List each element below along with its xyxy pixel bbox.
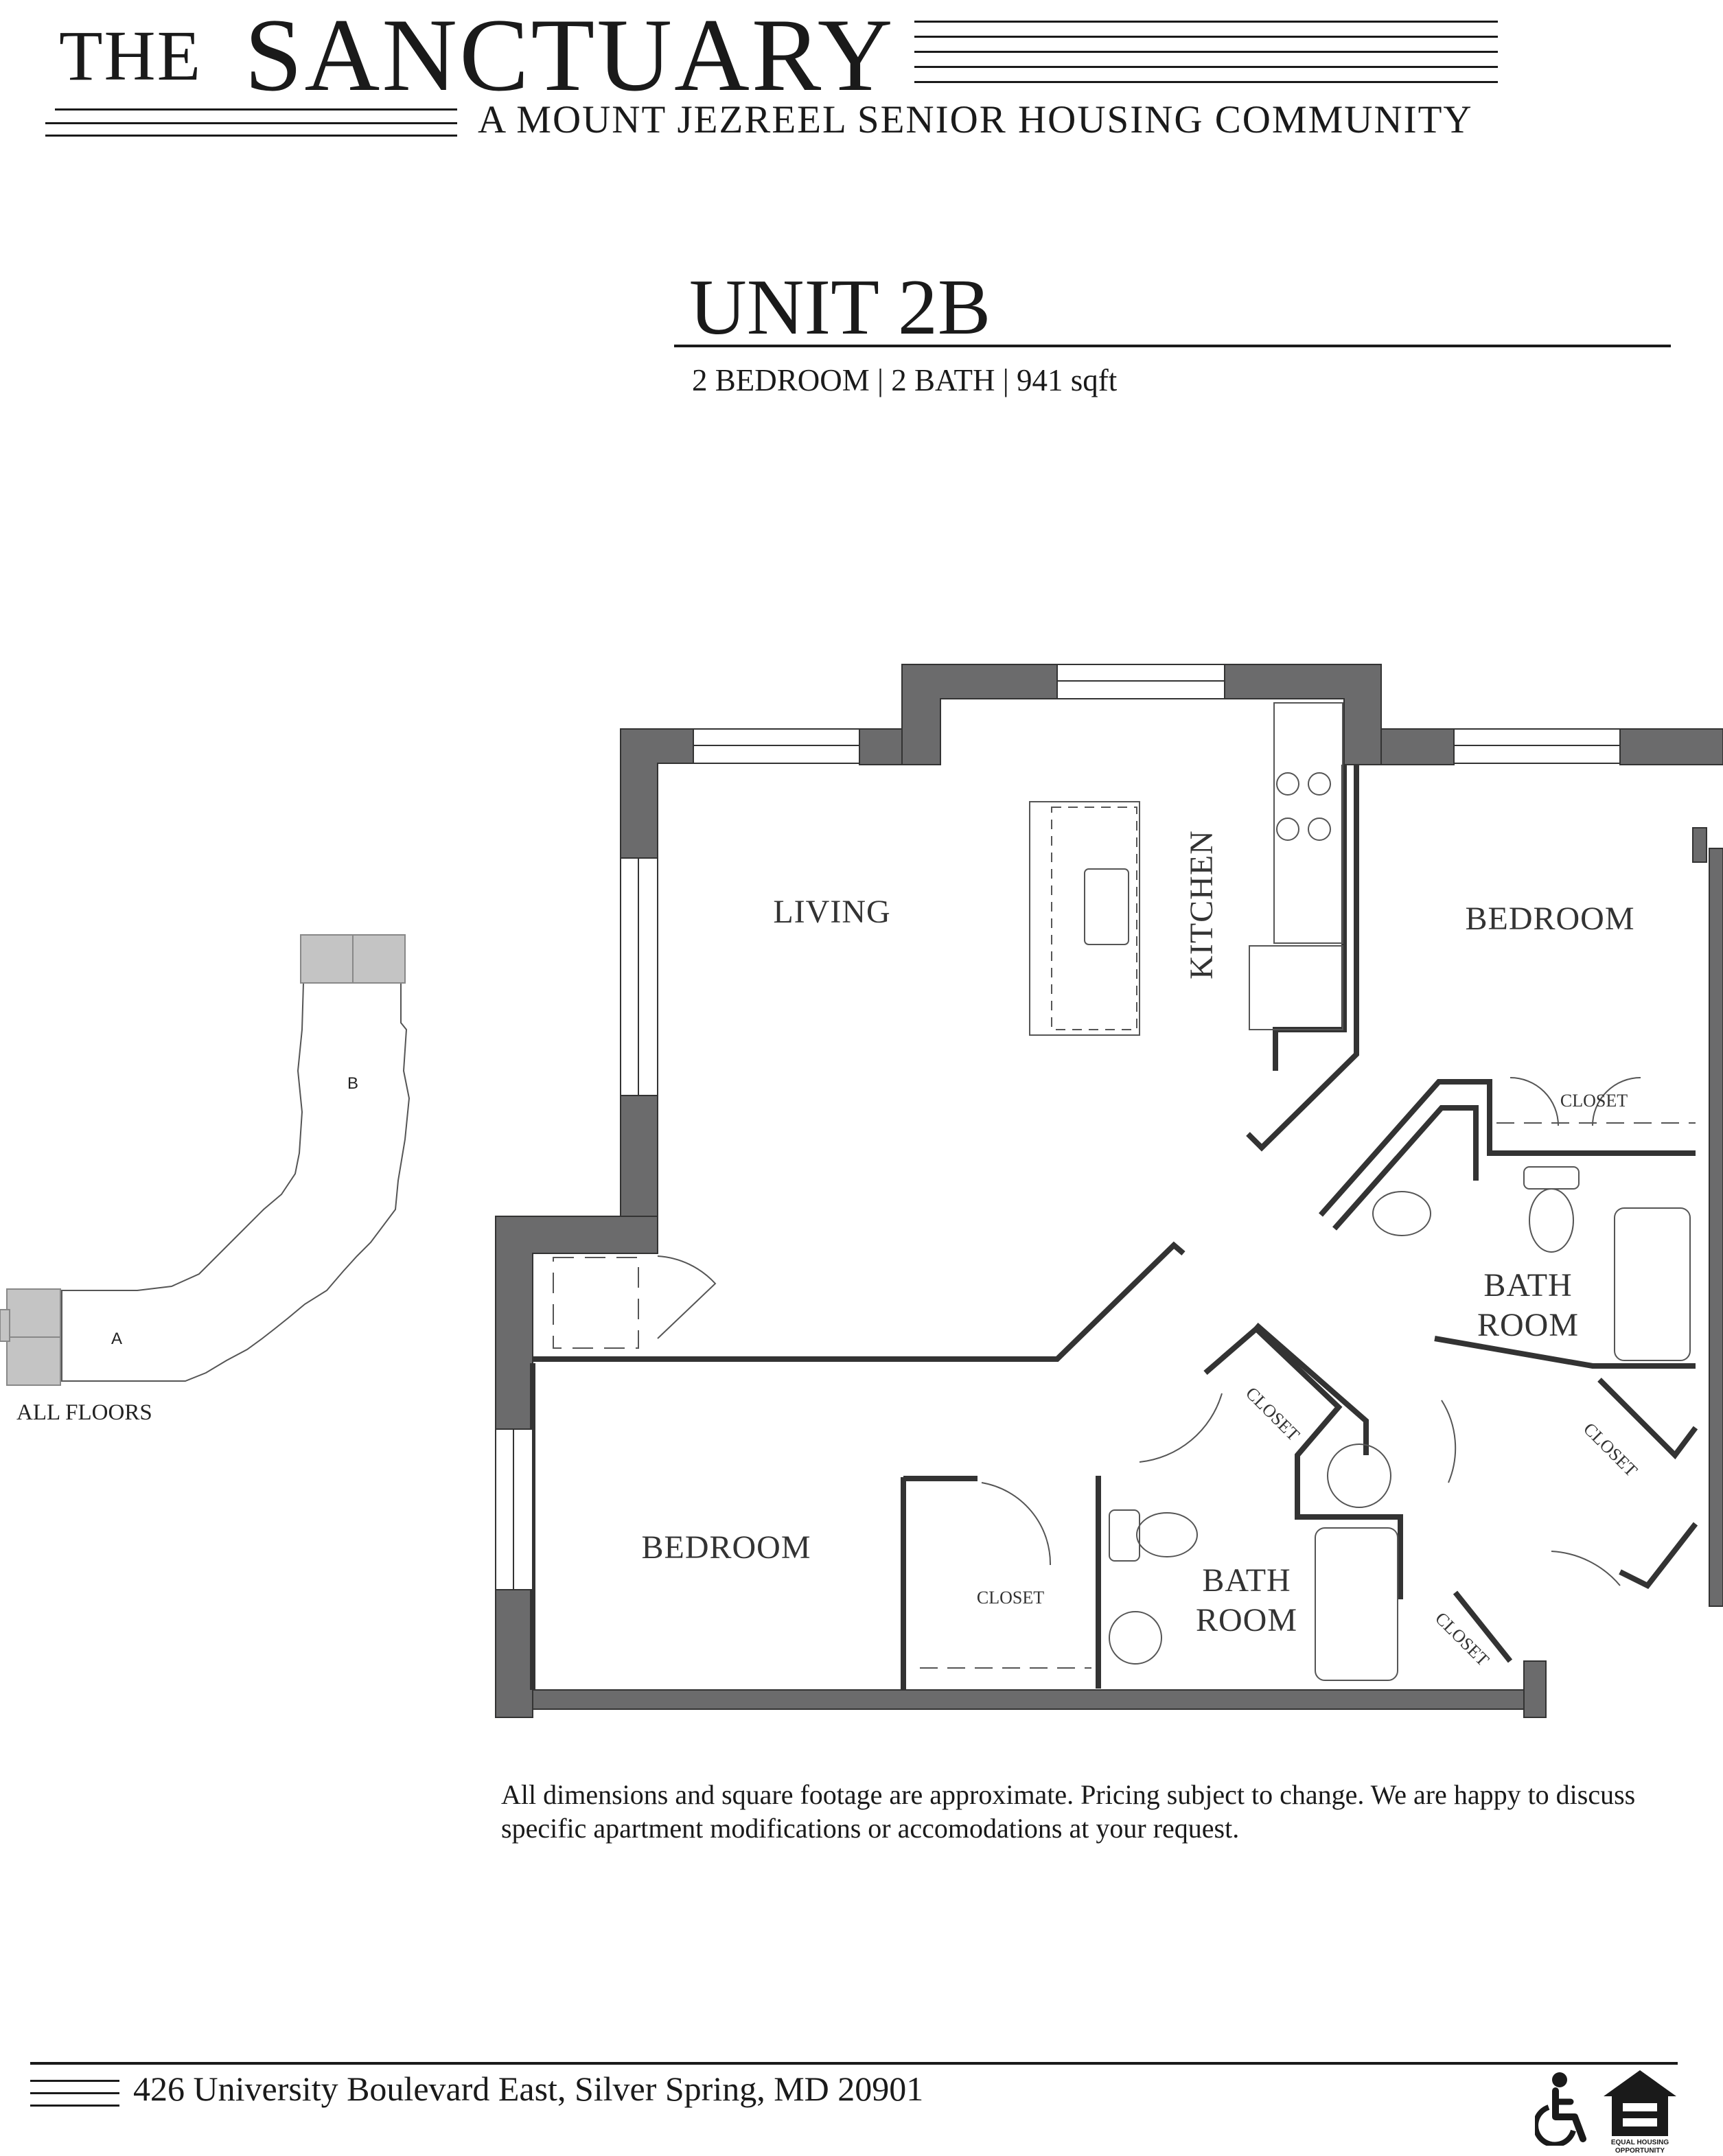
wall-east — [1709, 848, 1723, 1607]
keyplan-label-b: B — [347, 1074, 358, 1093]
toilet-lower — [1136, 1512, 1198, 1557]
bathtub-lower — [1315, 1527, 1398, 1681]
equal-housing-text-1: EQUAL HOUSING — [1611, 2139, 1669, 2146]
kitchen-island-inner — [1051, 807, 1137, 1030]
toilet-tank-lower — [1109, 1509, 1140, 1562]
kitchen-sink — [1084, 868, 1129, 945]
wall-kitchen-east-2 — [1246, 765, 1359, 1152]
brand-subtitle: A MOUNT JEZREEL SENIOR HOUSING COMMUNITY — [478, 98, 1473, 141]
closet-label-east: CLOSET — [1580, 1419, 1641, 1481]
brand-name: SANCTUARY — [244, 0, 895, 113]
wall-bath-lower-a — [1254, 1322, 1369, 1455]
wall-kitchen-north-right — [1224, 664, 1382, 765]
room-label-bath-upper-2: ROOM — [1477, 1307, 1579, 1343]
cooktop-burner-1 — [1276, 772, 1299, 796]
wall-south-stub — [1523, 1660, 1547, 1718]
closet-label-upper: CLOSET — [1560, 1091, 1628, 1111]
keyplan-block-a-tab — [0, 1309, 10, 1342]
closet-door-swing-3 — [981, 1482, 1052, 1566]
toilet-upper — [1529, 1188, 1574, 1253]
header-rule-left-2 — [45, 122, 457, 124]
wall-living-west-low — [620, 1095, 658, 1217]
floor-plan: LIVING KITCHEN BEDROOM BEDROOM BATH ROOM… — [495, 664, 1723, 1718]
keyplan-block-a-bottom — [6, 1336, 61, 1386]
wall-closet-right — [1453, 1590, 1513, 1663]
unit-specs: 2 BEDROOM | 2 BATH | 941 sqft — [692, 363, 1118, 397]
toilet-tank-upper — [1523, 1166, 1580, 1190]
water-heater — [1327, 1444, 1391, 1508]
keyplan-block-b-right — [352, 934, 406, 984]
bedroom-door-swing — [1139, 1393, 1223, 1463]
cooktop-burner-4 — [1308, 818, 1331, 841]
closet-label-bath: CLOSET — [1431, 1608, 1493, 1670]
wall-kitchen-east — [1273, 765, 1347, 1071]
sink-upper — [1372, 1191, 1431, 1236]
wall-east-stub — [1692, 827, 1707, 863]
closet-door-swing-1 — [1510, 1077, 1559, 1126]
kitchen-island — [1029, 801, 1140, 1036]
wall-south — [532, 1689, 1525, 1710]
wall-closet-east-2 — [1597, 1378, 1698, 1460]
room-label-bath-lower-2: ROOM — [1196, 1602, 1297, 1638]
key-plan: B A ALL FLOORS — [0, 934, 410, 1425]
header-rule-left-3 — [45, 135, 457, 137]
footer-rule-2 — [30, 2092, 119, 2094]
wall-bath-upper-2 — [1332, 1105, 1479, 1231]
equal-housing-text-2: OPPORTUNITY — [1615, 2147, 1665, 2155]
keyplan-caption: ALL FLOORS — [16, 1400, 152, 1425]
closet-door-swing-2 — [1592, 1077, 1641, 1126]
wall-bedroom-west-low — [495, 1589, 533, 1718]
wall-entry-west — [495, 1216, 658, 1430]
header-rule-right-2 — [914, 36, 1498, 38]
footer-rule-main — [30, 2062, 1678, 2065]
cooktop-burner-2 — [1308, 772, 1331, 796]
header-rule-right-1 — [914, 21, 1498, 23]
disclaimer: All dimensions and square footage are ap… — [501, 1779, 1636, 1844]
unit-title: UNIT 2B — [689, 264, 991, 351]
room-label-kitchen: KITCHEN — [1183, 830, 1220, 980]
cooktop-burner-3 — [1276, 818, 1299, 841]
bath-door-swing — [1441, 1400, 1457, 1483]
room-label-bedroom-bottom: BEDROOM — [641, 1529, 811, 1566]
header-rule-left-1 — [55, 108, 457, 111]
wall-bedroom-north-right — [1619, 728, 1723, 765]
room-label-bath-lower-1: BATH — [1202, 1562, 1291, 1599]
closet-label-bedroom: CLOSET — [977, 1588, 1044, 1608]
wall-bath-mid — [1434, 1336, 1696, 1369]
refrigerator — [1249, 945, 1343, 1030]
footer-rule-1 — [30, 2080, 119, 2082]
keyplan-label-a: A — [111, 1330, 122, 1348]
room-label-living: LIVING — [773, 894, 890, 930]
accessibility-icon — [1535, 2072, 1586, 2146]
wall-closet-east — [1619, 1522, 1698, 1590]
bathtub-upper — [1614, 1207, 1691, 1361]
equal-housing-icon: EQUAL HOUSING OPPORTUNITY — [1604, 2070, 1676, 2155]
entry-door-swing — [657, 1255, 717, 1339]
bedroom-door-swing-2 — [1551, 1551, 1621, 1586]
wall-living-north-left — [620, 728, 694, 859]
wall-bedroom-north-left — [1380, 728, 1455, 765]
header-rule-right-4 — [914, 66, 1498, 68]
wall-living-bedroom — [533, 1241, 1186, 1362]
footer-rule-3 — [30, 2105, 119, 2107]
wall-kitchen-north-left — [901, 664, 1058, 765]
wall-bath-lower-b — [1203, 1325, 1403, 1599]
footer-address: 426 University Boulevard East, Silver Sp… — [133, 2070, 924, 2108]
washer-dryer — [553, 1257, 639, 1349]
header-rule-right-3 — [914, 51, 1498, 53]
header-rule-right-5 — [914, 81, 1498, 83]
wall-bath-upper — [1319, 1079, 1696, 1217]
room-label-bath-upper-1: BATH — [1483, 1267, 1572, 1303]
sink-lower — [1109, 1611, 1162, 1665]
unit-title-rule — [674, 345, 1671, 347]
room-label-bedroom-top: BEDROOM — [1465, 901, 1634, 937]
keyplan-block-a-top — [6, 1288, 61, 1338]
keyplan-block-b-left — [300, 934, 354, 984]
kitchen-counter — [1273, 702, 1343, 944]
closet-label-mid: CLOSET — [1242, 1383, 1304, 1445]
brand-the: THE — [59, 16, 203, 95]
